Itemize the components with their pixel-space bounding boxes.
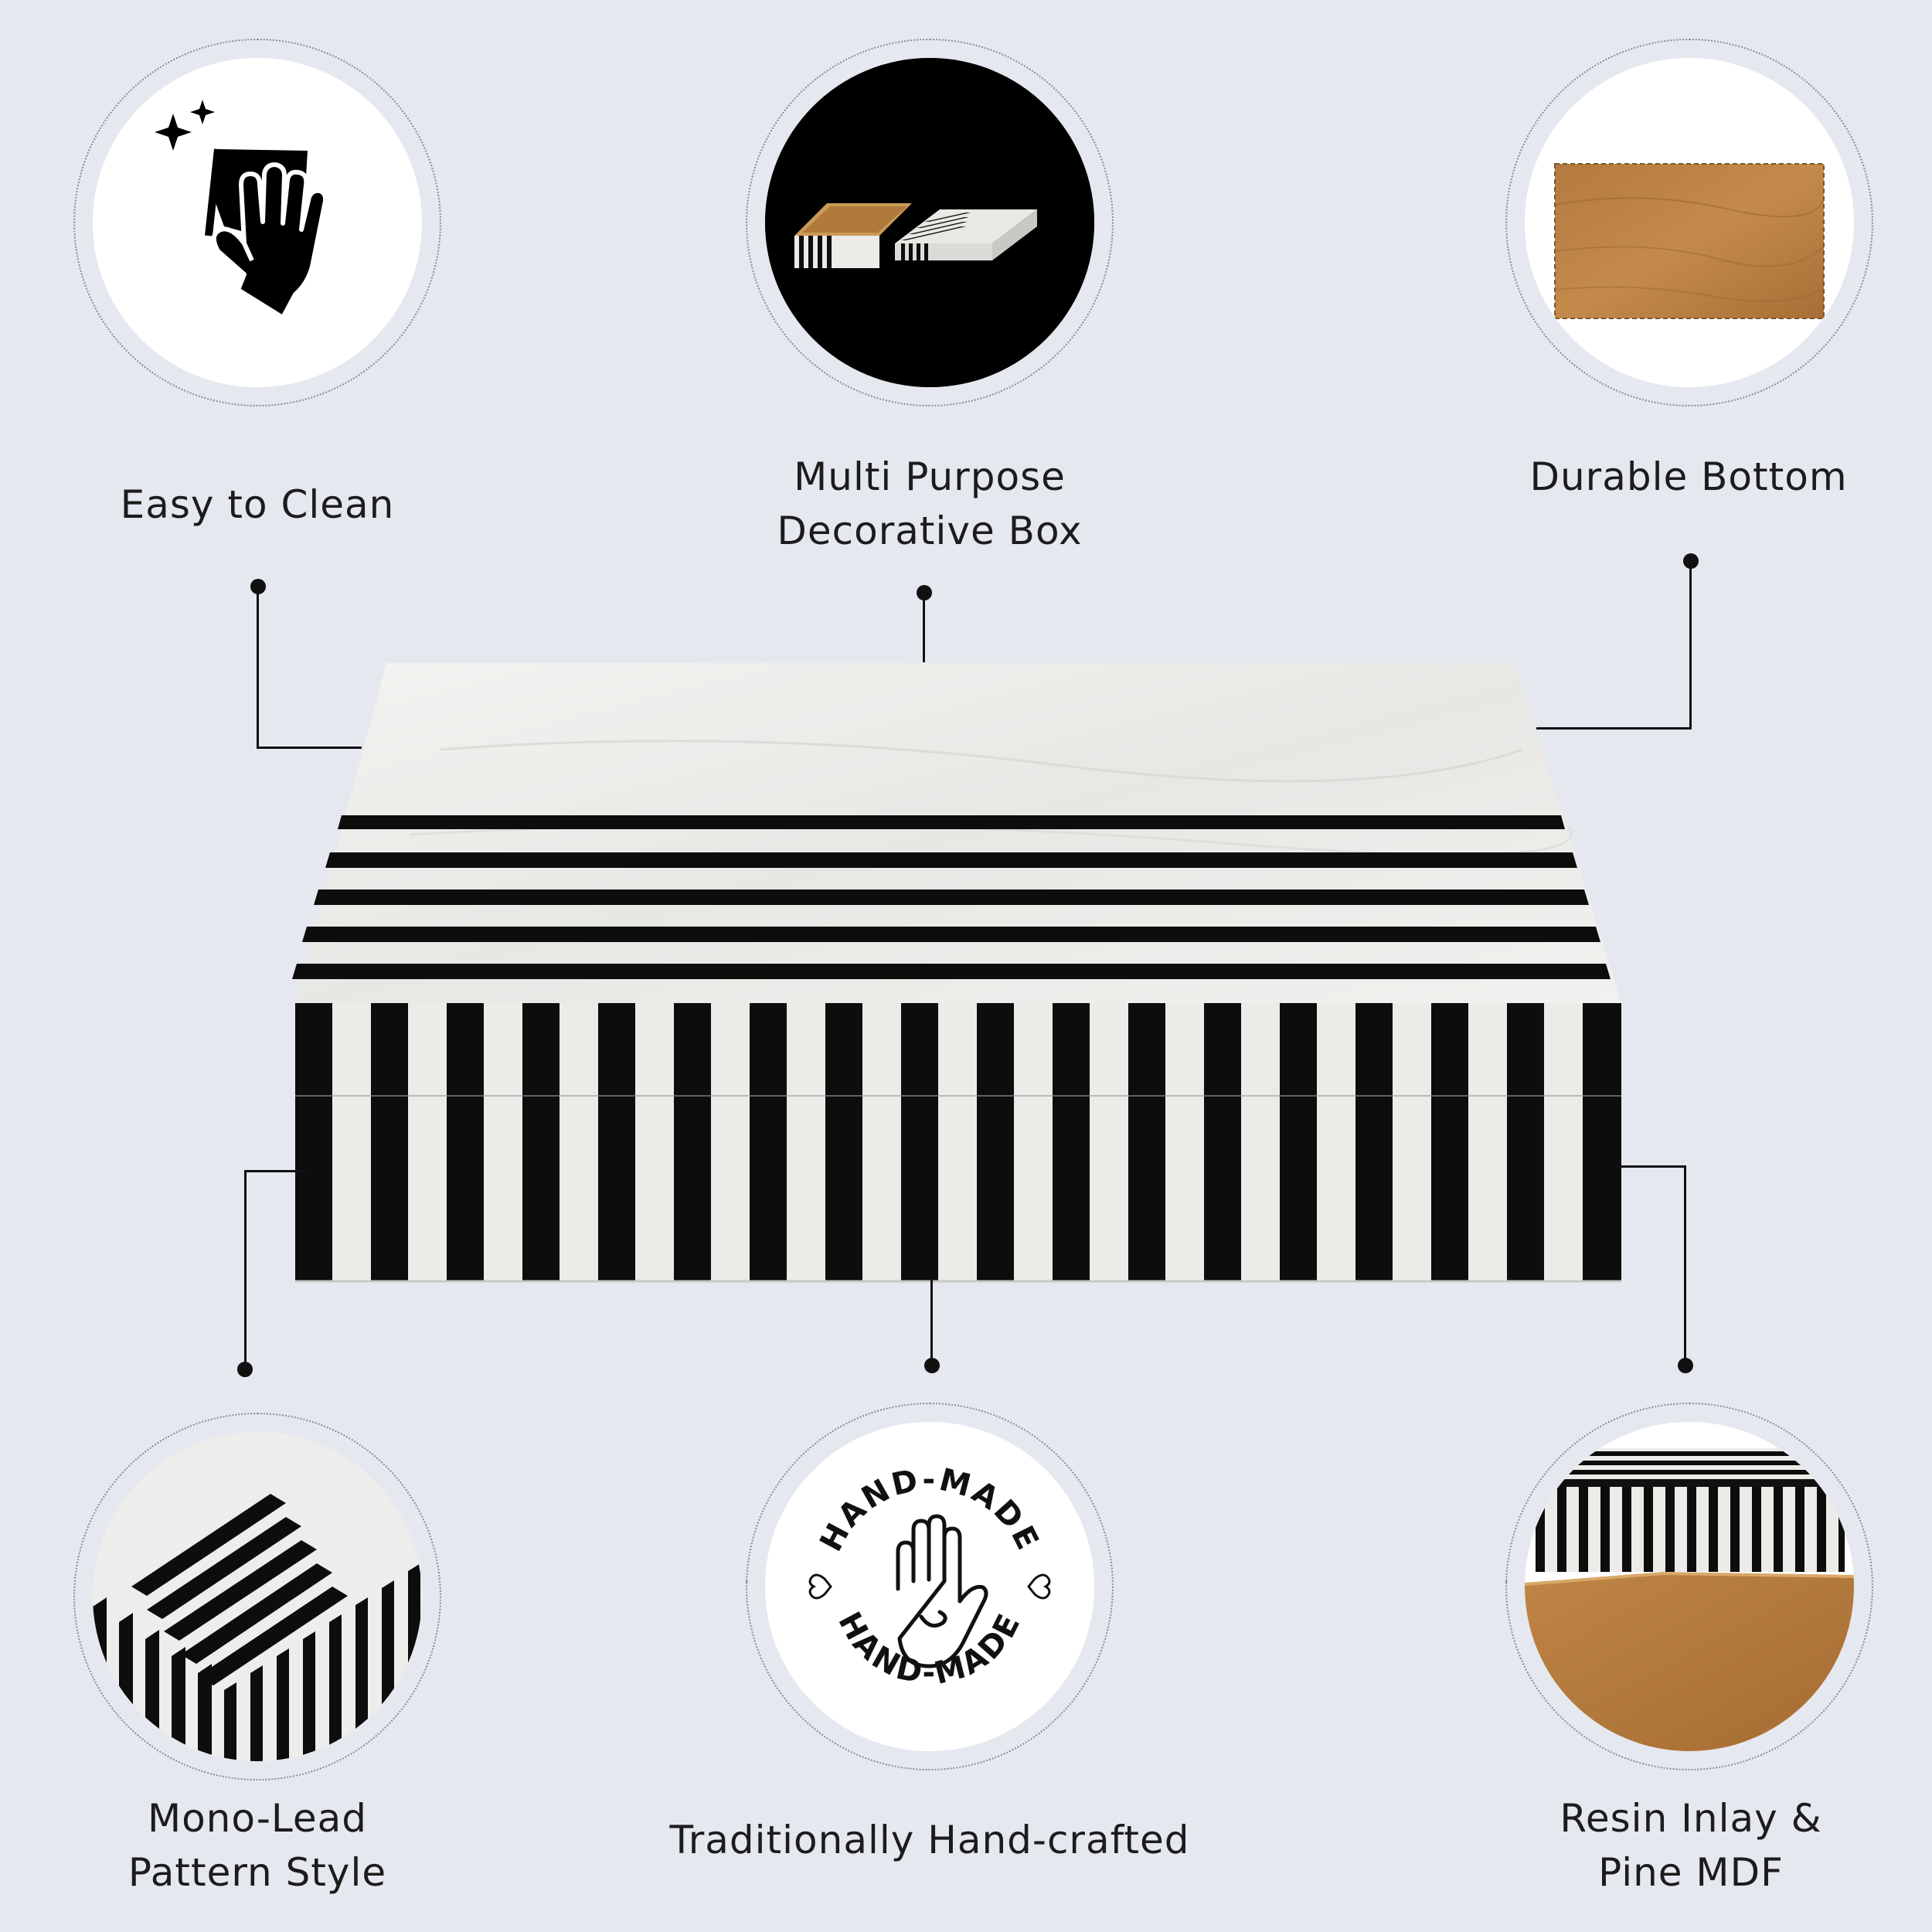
connector-line — [923, 593, 925, 662]
box-inside-photo — [1525, 1422, 1854, 1751]
connector-line — [244, 1170, 247, 1366]
connector-line — [244, 1170, 306, 1172]
easy-clean-label: Easy to Clean — [120, 482, 395, 527]
resin-inlay-circle — [1505, 1403, 1873, 1770]
heart-icon — [808, 1573, 832, 1600]
connector-line — [1536, 727, 1692, 730]
durable-bottom-image — [1525, 58, 1854, 387]
cleaning-cloth-hand-icon — [93, 58, 422, 387]
striped-box-product — [292, 663, 1621, 1283]
connector-line — [1684, 1165, 1686, 1363]
multi-purpose-line2: Decorative Box — [777, 509, 1083, 553]
wood-bottom-photo — [1525, 58, 1854, 387]
connector-line — [930, 1275, 933, 1365]
lid-top-stripes — [292, 815, 1611, 979]
hand-made-badge-graphic: HAND-MADE HAND-MADE — [765, 1422, 1094, 1751]
durable-bottom-label: Durable Bottom — [1529, 454, 1848, 499]
mono-lead-line2: Pattern Style — [128, 1850, 387, 1895]
front-stripes — [295, 1003, 1621, 1281]
connector-line — [257, 587, 259, 749]
connector-dot — [1678, 1358, 1693, 1373]
hand-crafted-circle: HAND-MADE HAND-MADE — [746, 1403, 1114, 1770]
resin-inlay-label: Resin Inlay & Pine MDF — [1459, 1791, 1923, 1900]
resin-inlay-line1: Resin Inlay & — [1560, 1796, 1822, 1841]
connector-line — [257, 747, 362, 749]
easy-clean-circle — [73, 39, 441, 406]
open-hand-icon — [896, 1514, 988, 1668]
open-box-photo — [765, 58, 1094, 387]
durable-bottom-circle — [1505, 39, 1873, 406]
mono-lead-image — [93, 1432, 422, 1761]
multi-purpose-circle — [746, 39, 1114, 406]
hand-crafted-label: Traditionally Hand-crafted — [669, 1818, 1190, 1862]
heart-icon — [1027, 1573, 1051, 1600]
resin-inlay-image — [1525, 1422, 1854, 1751]
connector-dot — [924, 1358, 940, 1373]
multi-purpose-image — [765, 58, 1094, 387]
mono-lead-line1: Mono-Lead — [147, 1796, 368, 1841]
box-lid-top — [295, 663, 1621, 1003]
multi-purpose-label: Multi Purpose Decorative Box — [698, 450, 1162, 558]
connector-line — [1617, 1165, 1686, 1168]
easy-clean-image — [93, 58, 422, 387]
resin-inlay-line2: Pine MDF — [1598, 1850, 1784, 1895]
hand-made-badge: HAND-MADE HAND-MADE — [765, 1422, 1094, 1751]
box-front-face — [295, 1003, 1621, 1281]
mono-lead-label: Mono-Lead Pattern Style — [26, 1791, 489, 1900]
connector-dot — [237, 1362, 253, 1377]
connector-line — [1689, 561, 1692, 730]
mono-lead-circle — [73, 1413, 441, 1781]
multi-purpose-line1: Multi Purpose — [794, 454, 1066, 499]
box-corner-closeup-photo — [93, 1432, 422, 1761]
